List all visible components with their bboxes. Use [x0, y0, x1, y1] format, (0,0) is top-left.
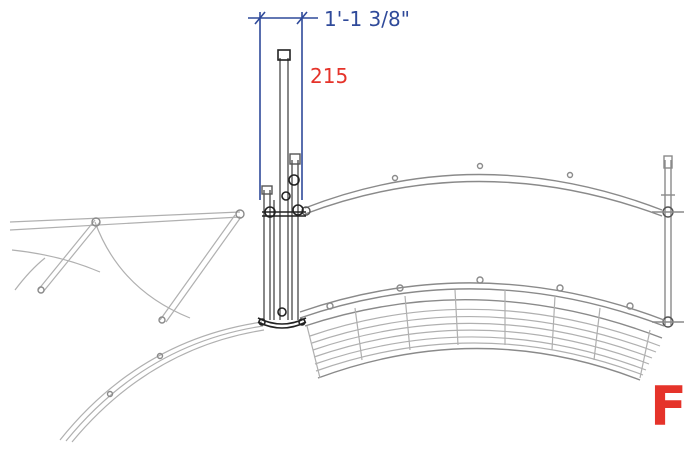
detail-letter: F: [650, 375, 687, 438]
dim-tick-right: [296, 11, 308, 25]
central-lift-column: [257, 49, 307, 329]
width-dimension: 1'-1 3/8": [248, 7, 410, 200]
dimension-width-label: 1'-1 3/8": [324, 7, 410, 31]
upper-right-arc: [301, 162, 663, 217]
right-vertical-pole: [652, 155, 684, 328]
dimension-id-label: 215: [310, 64, 348, 88]
dim-tick-left: [254, 11, 266, 25]
grated-catwalk-arc: [299, 276, 665, 381]
left-truss-arm: [9, 209, 245, 324]
lower-ring-arc: [59, 321, 265, 443]
